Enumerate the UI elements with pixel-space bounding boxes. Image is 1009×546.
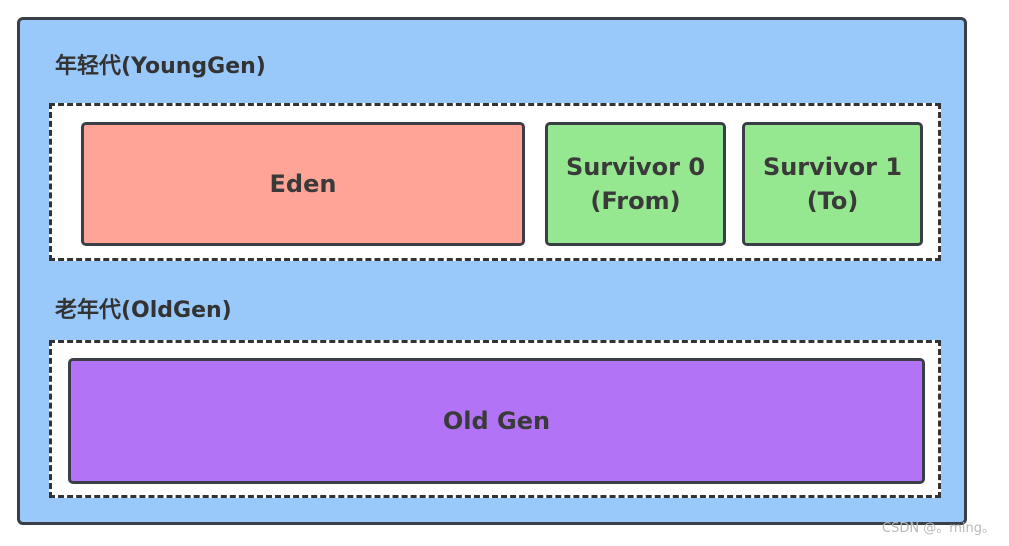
old-gen-block: Old Gen xyxy=(68,358,925,484)
survivor-0-role: (From) xyxy=(590,187,681,215)
old-gen-label: 老年代(OldGen) xyxy=(55,298,232,323)
old-gen-frame: Old Gen xyxy=(49,340,941,498)
survivor-1-block: Survivor 1 (To) xyxy=(742,122,923,246)
survivor-1-name: Survivor 1 xyxy=(762,153,903,181)
heap-container: 年轻代(YoungGen) Eden Survivor 0 (From) Sur… xyxy=(17,17,967,525)
young-gen-frame: Eden Survivor 0 (From) Survivor 1 (To) xyxy=(49,103,941,261)
survivor-1-role: (To) xyxy=(806,187,859,215)
survivor-0-block: Survivor 0 (From) xyxy=(545,122,726,246)
old-gen-block-label: Old Gen xyxy=(442,407,551,435)
young-gen-label: 年轻代(YoungGen) xyxy=(55,54,266,79)
eden-label: Eden xyxy=(269,170,337,198)
watermark: CSDN @。ming。 xyxy=(882,521,995,536)
eden-block: Eden xyxy=(81,122,525,246)
survivor-0-name: Survivor 0 xyxy=(565,153,706,181)
